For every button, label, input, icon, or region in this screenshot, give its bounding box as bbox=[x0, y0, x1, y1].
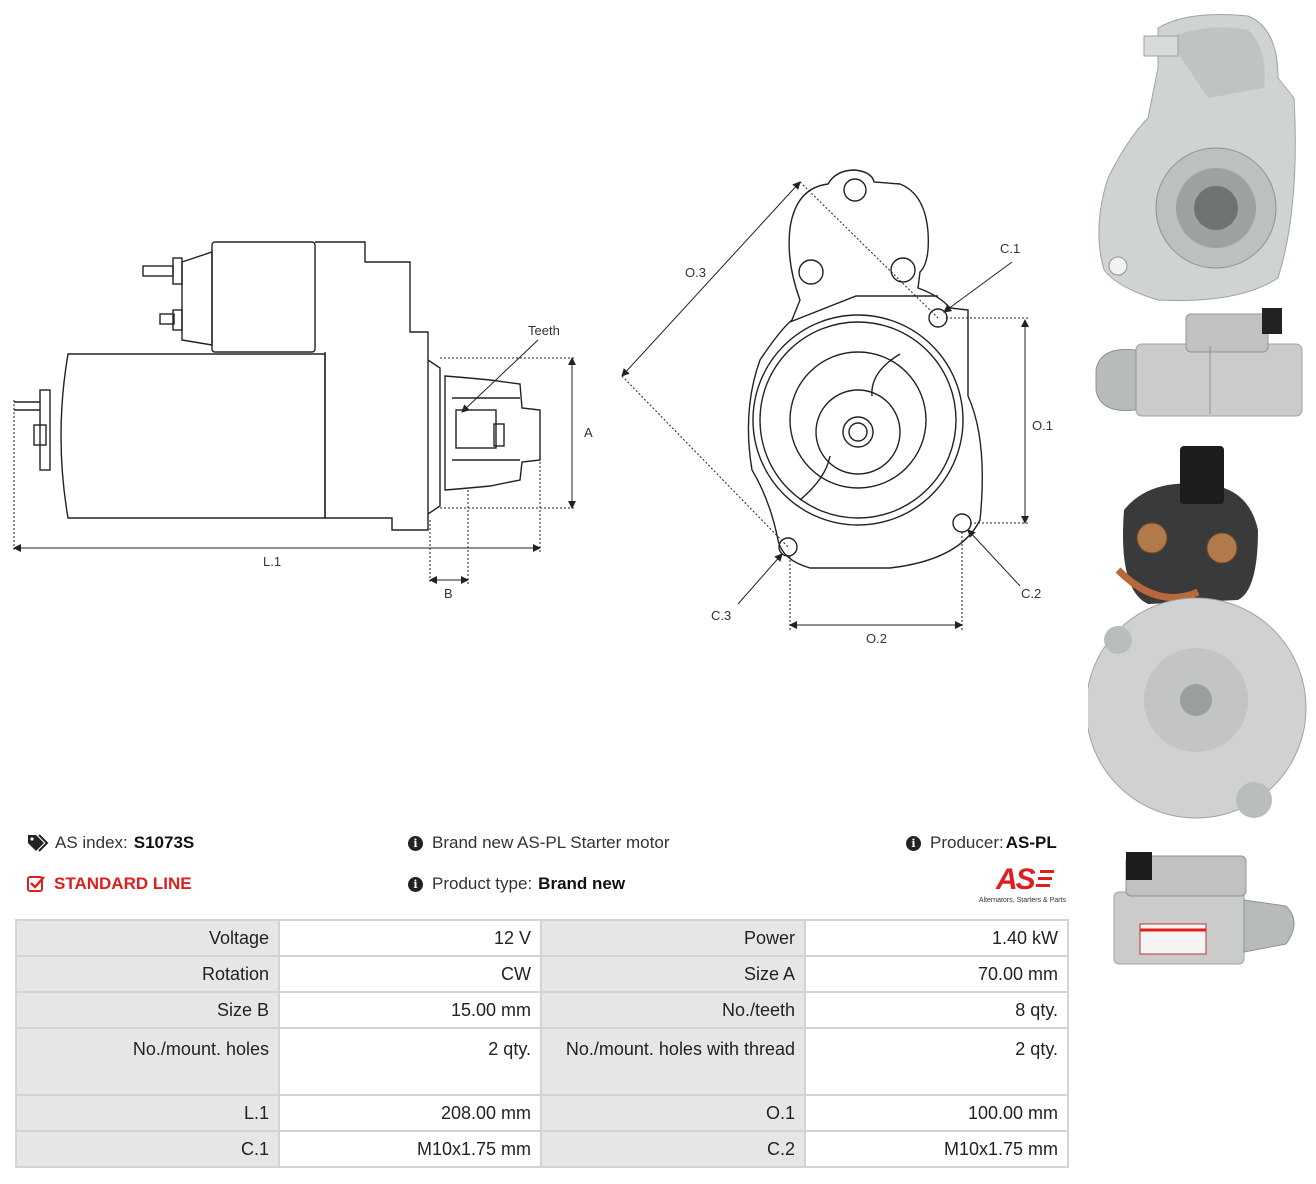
product-type-value: Brand new bbox=[538, 874, 626, 893]
spec-label-cell: Power bbox=[540, 919, 806, 957]
dim-b-label: B bbox=[444, 586, 453, 601]
front-view-drawing bbox=[747, 169, 983, 569]
dim-l1-label: L.1 bbox=[263, 554, 281, 569]
spec-value-cell: 100.00 mm bbox=[804, 1094, 1069, 1132]
teeth-label: Teeth bbox=[528, 323, 560, 338]
spec-label-cell: No./teeth bbox=[540, 991, 806, 1029]
product-photo-side bbox=[1095, 308, 1303, 417]
spec-value-cell: 208.00 mm bbox=[278, 1094, 542, 1132]
info-circle-icon: i bbox=[408, 835, 423, 851]
standard-line-label: STANDARD LINE bbox=[54, 874, 192, 893]
dim-c2-label: C.2 bbox=[1021, 586, 1041, 601]
dim-a-label: A bbox=[584, 425, 593, 440]
as-index-label: AS index: bbox=[55, 833, 128, 852]
spec-value-cell: 12 V bbox=[278, 919, 542, 957]
product-type-label: Product type: bbox=[432, 874, 533, 893]
as-logo-mark: AS bbox=[990, 863, 1060, 896]
spec-label-cell: No./mount. holes with thread bbox=[540, 1027, 806, 1096]
spec-value-cell: 2 qty. bbox=[804, 1027, 1069, 1096]
spec-label-cell: Rotation bbox=[15, 955, 280, 993]
check-square-icon bbox=[27, 876, 45, 892]
spec-label-cell: L.1 bbox=[15, 1094, 280, 1132]
as-logo-tagline: Alternators, Starters & Parts bbox=[978, 897, 1066, 904]
spec-value-cell: 8 qty. bbox=[804, 991, 1069, 1029]
info-circle-icon: i bbox=[906, 835, 921, 851]
dim-c3-label: C.3 bbox=[711, 608, 731, 623]
producer-label: Producer: bbox=[930, 833, 1004, 852]
side-view-dimensions bbox=[13, 339, 576, 584]
spec-label-cell: Voltage bbox=[15, 919, 280, 957]
spec-value-cell: CW bbox=[278, 955, 542, 993]
product-title: Brand new AS-PL Starter motor bbox=[432, 833, 670, 852]
producer-row: i Producer: AS-PL bbox=[906, 833, 1057, 853]
standard-line-row: STANDARD LINE bbox=[27, 874, 192, 894]
product-photo-front bbox=[1098, 14, 1296, 301]
product-photo-rear bbox=[1088, 446, 1307, 819]
producer-value: AS-PL bbox=[1005, 833, 1057, 852]
spec-value-cell: 15.00 mm bbox=[278, 991, 542, 1029]
info-circle-icon: i bbox=[408, 876, 423, 892]
dim-o1-label: O.1 bbox=[1032, 418, 1053, 433]
dim-o2-label: O.2 bbox=[866, 631, 887, 646]
spec-label-cell: Size B bbox=[15, 991, 280, 1029]
spec-label-cell: C.1 bbox=[15, 1130, 280, 1168]
spec-value-cell: M10x1.75 mm bbox=[804, 1130, 1069, 1168]
dim-c1-label: C.1 bbox=[1000, 241, 1020, 256]
product-photo-label-side bbox=[1113, 852, 1295, 965]
tags-icon bbox=[28, 834, 49, 852]
product-title-row: i Brand new AS-PL Starter motor bbox=[408, 833, 669, 853]
spec-value-cell: 70.00 mm bbox=[804, 955, 1069, 993]
spec-value-cell: M10x1.75 mm bbox=[278, 1130, 542, 1168]
spec-label-cell: Size A bbox=[540, 955, 806, 993]
technical-drawing: Teeth A L.1 B O.1 O.2 O.3 C.1 bbox=[13, 169, 1053, 646]
spec-value-cell: 1.40 kW bbox=[804, 919, 1069, 957]
as-index-value: S1073S bbox=[133, 833, 195, 852]
dim-o3-label: O.3 bbox=[685, 265, 706, 280]
spec-label-cell: No./mount. holes bbox=[15, 1027, 280, 1096]
spec-value-cell: 2 qty. bbox=[278, 1027, 542, 1096]
front-view-dimensions bbox=[621, 181, 1029, 630]
spec-label-cell: O.1 bbox=[540, 1094, 806, 1132]
as-index-row: AS index: S1073S bbox=[27, 833, 194, 853]
spec-label-cell: C.2 bbox=[540, 1130, 806, 1168]
product-type-row: i Product type: Brand new bbox=[408, 874, 625, 894]
side-view-drawing bbox=[14, 241, 541, 531]
as-pl-logo: AS Alternators, Starters & Parts bbox=[966, 863, 1066, 908]
as-logo-text: AS bbox=[996, 863, 1036, 896]
